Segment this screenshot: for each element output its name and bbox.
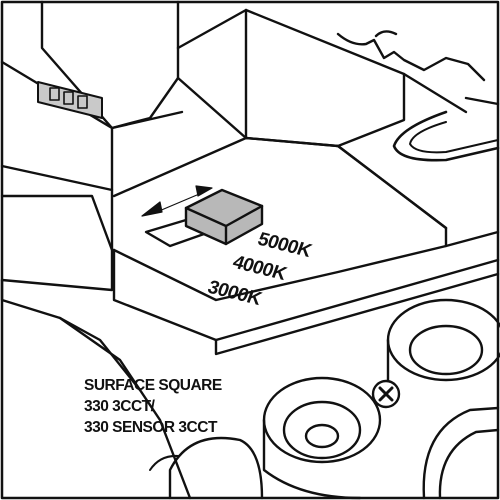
screw-cross-icon bbox=[371, 379, 401, 409]
pcb-left-lower-inner bbox=[58, 316, 142, 392]
cable-loop-outer bbox=[392, 110, 500, 162]
left-wall bbox=[0, 194, 114, 292]
pcb-edge-second bbox=[214, 272, 500, 356]
block-top bbox=[176, 8, 406, 148]
rail-clip bbox=[336, 32, 486, 82]
switch-plate bbox=[112, 136, 448, 302]
housing-crease bbox=[110, 110, 184, 130]
cable-end bbox=[464, 96, 500, 106]
product-label: SURFACE SQUARE 330 3CCT/ 330 SENSOR 3CCT bbox=[84, 375, 222, 438]
plate-diag bbox=[336, 144, 448, 230]
capacitor-left bbox=[262, 376, 382, 500]
capacitor-right bbox=[386, 298, 500, 382]
rail-clip-inner bbox=[374, 30, 398, 38]
upper-housing-front bbox=[0, 60, 114, 192]
product-label-line-3: 330 SENSOR 3CCT bbox=[84, 419, 217, 436]
product-label-line-1: SURFACE SQUARE bbox=[84, 377, 222, 394]
slider-knob bbox=[184, 188, 264, 246]
block-right-edge bbox=[402, 72, 468, 114]
display-digits bbox=[49, 87, 88, 109]
pcb-edge-top bbox=[112, 248, 500, 342]
capacitor-bottom-left bbox=[168, 436, 264, 500]
plate-right-edge bbox=[444, 230, 500, 248]
product-label-line-2: 330 3CCT/ bbox=[84, 398, 155, 415]
display-panel bbox=[37, 81, 103, 119]
pcb-left-lower bbox=[0, 278, 192, 500]
capacitor-bottom-right bbox=[422, 406, 500, 500]
small-component bbox=[149, 454, 179, 471]
double-arrow-icon bbox=[141, 185, 213, 217]
cable-loop-inner bbox=[409, 121, 499, 154]
